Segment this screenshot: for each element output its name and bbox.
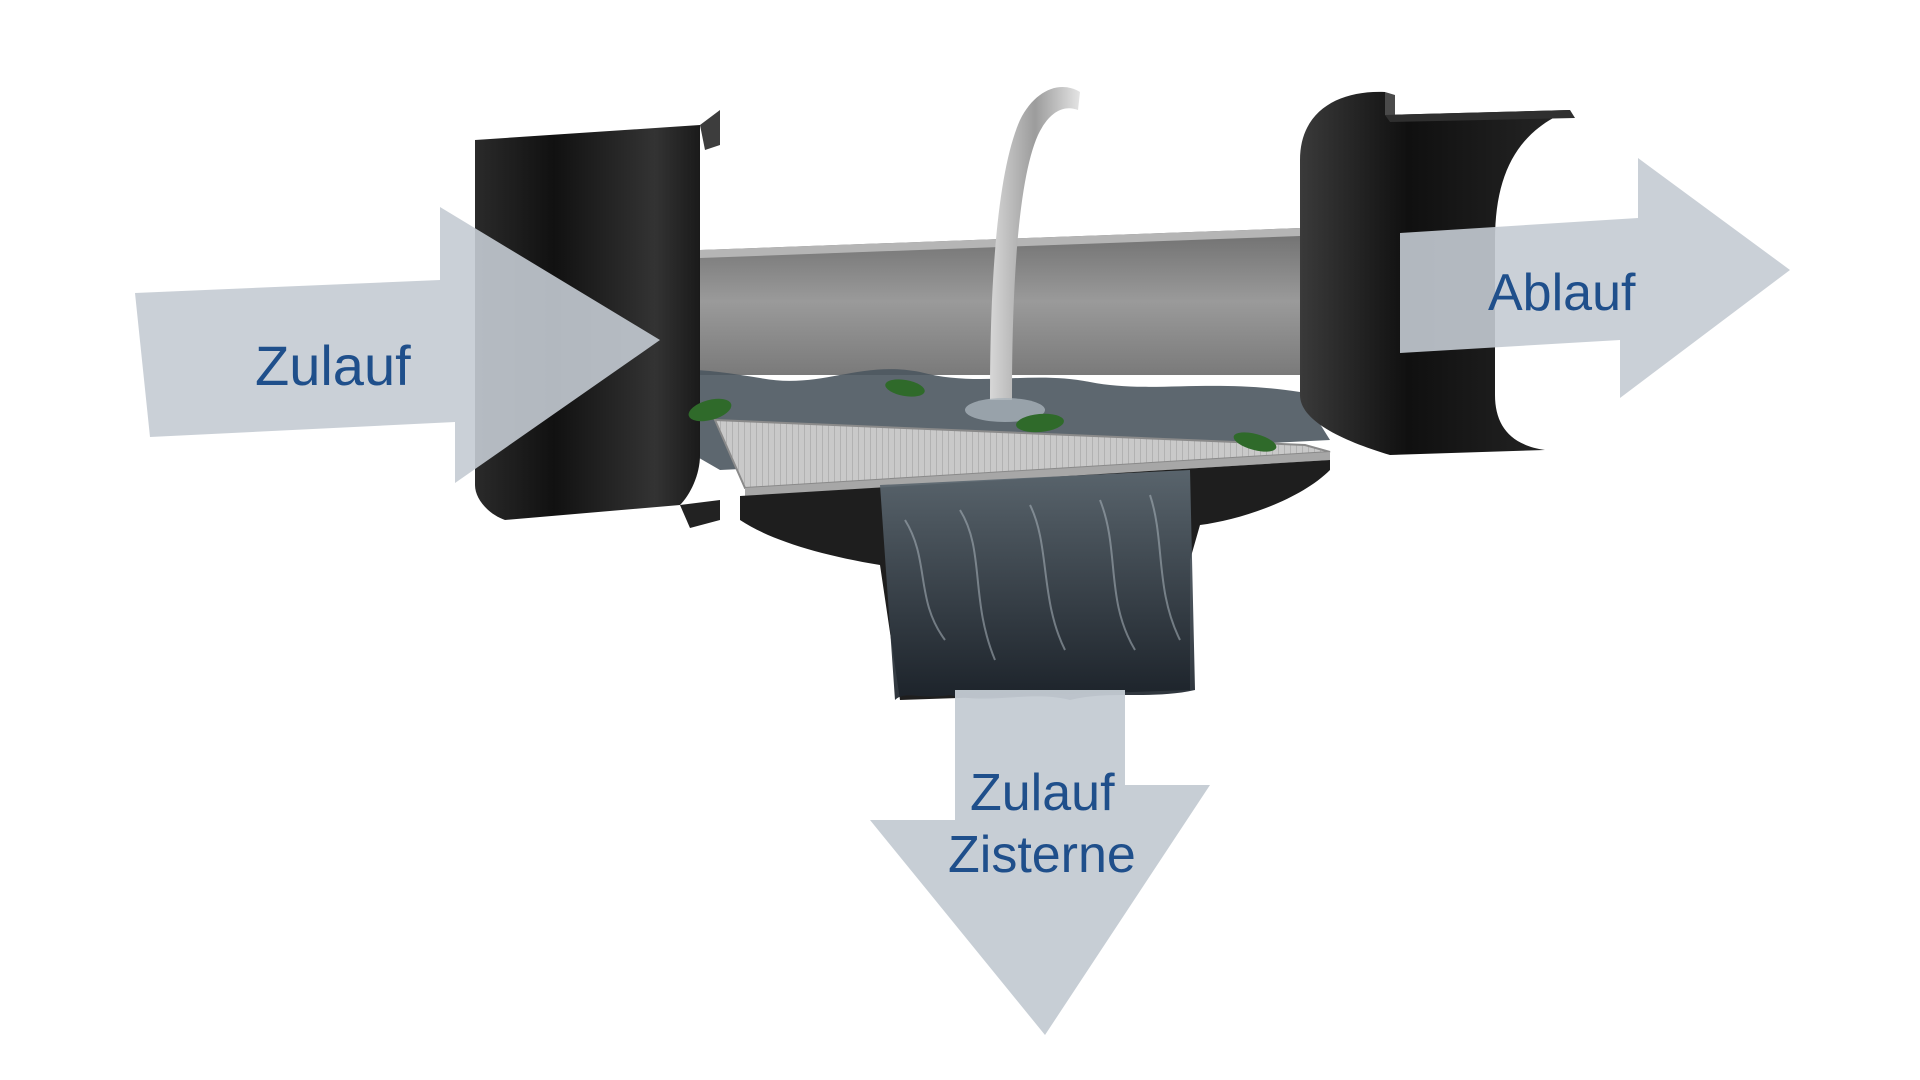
water-jet-icon: [990, 87, 1080, 400]
inlet-arrow-label: Zulauf: [255, 334, 411, 397]
cistern-arrow-label-line1: Zulauf: [970, 764, 1115, 822]
falling-water: [880, 470, 1195, 700]
outlet-arrow: Ablauf: [1400, 158, 1790, 398]
inlet-arrow: Zulauf: [135, 207, 660, 483]
splash: [965, 398, 1045, 422]
cistern-arrow-label-line2: Zisterne: [948, 826, 1136, 884]
leaf-icon: [688, 379, 1277, 452]
cistern-arrow: Zulauf Zisterne: [870, 690, 1210, 1035]
outlet-arrow-label: Ablauf: [1488, 264, 1636, 322]
water-highlights: [904, 494, 1181, 661]
